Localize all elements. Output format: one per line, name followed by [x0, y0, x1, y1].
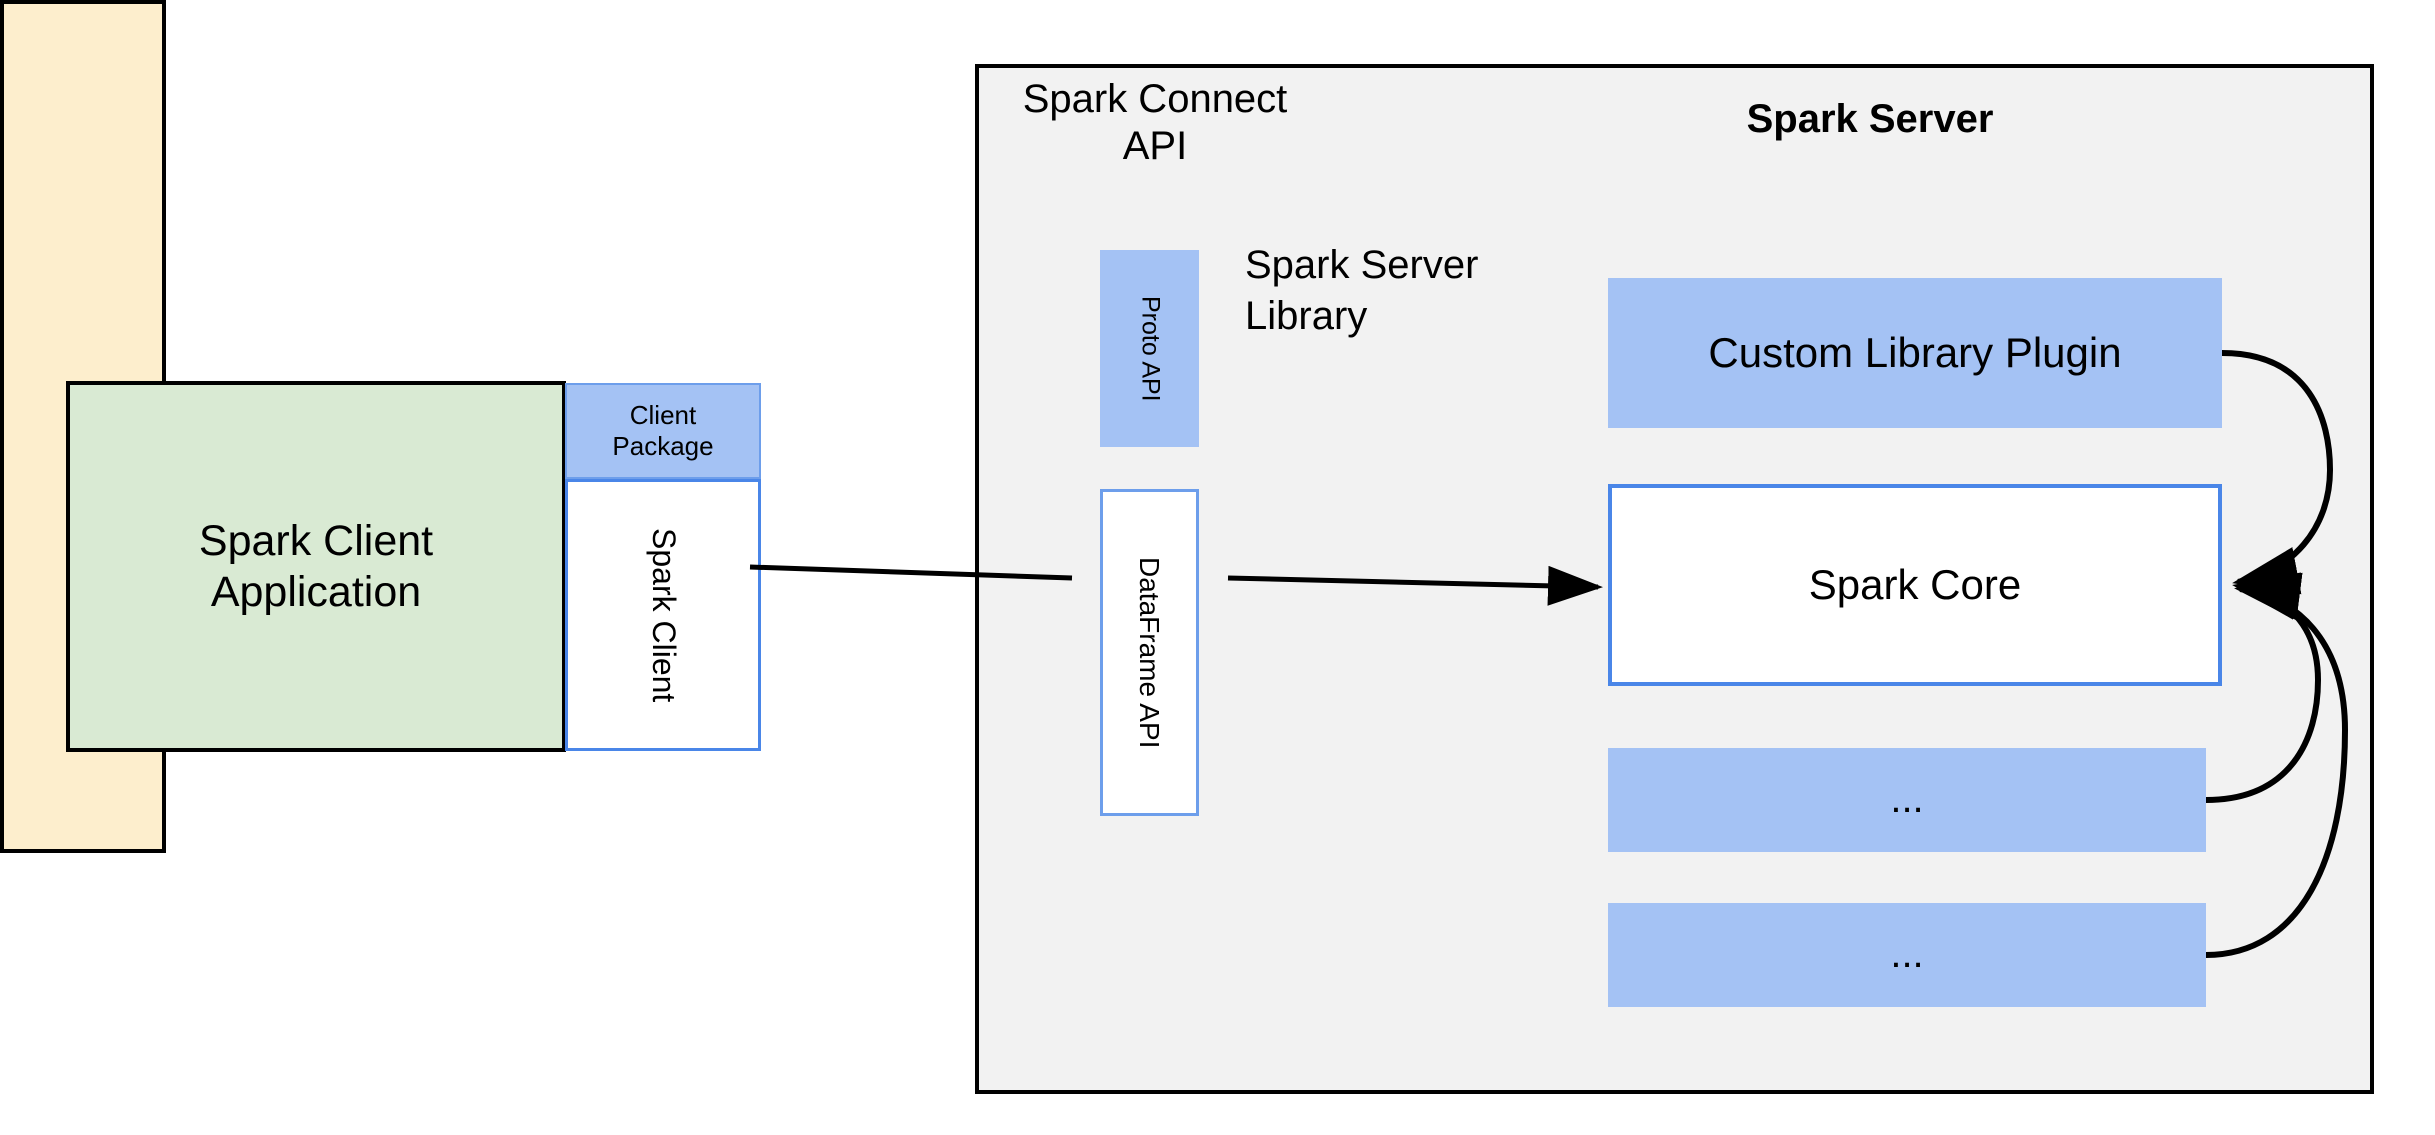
custom-library-plugin-box[interactable]: Custom Library Plugin: [1608, 278, 2222, 428]
placeholder-box-1[interactable]: ...: [1608, 748, 2206, 852]
custom-library-plugin-label: Custom Library Plugin: [1708, 329, 2122, 377]
proto-api-box[interactable]: Proto API: [1100, 250, 1199, 447]
spark-connect-api-label: Spark Connect API: [1010, 70, 1300, 180]
dataframe-api-label: DataFrame API: [1134, 556, 1166, 749]
client-package-line2: Package: [612, 431, 714, 461]
placeholder-label-2: ...: [1890, 932, 1924, 977]
dataframe-api-box[interactable]: DataFrame API: [1100, 489, 1199, 816]
spark-server-title: Spark Server: [1746, 97, 1994, 142]
client-app-line1: Spark Client: [198, 516, 434, 565]
connect-api-line1: Spark Connect: [1022, 77, 1288, 121]
server-library-line1: Spark Server: [1245, 243, 1479, 287]
client-package-box[interactable]: Client Package: [565, 383, 761, 479]
server-library-line2: Library: [1245, 294, 1368, 339]
proto-api-label: Proto API: [1136, 295, 1165, 402]
client-app-line2: Application: [210, 567, 422, 616]
client-package-line1: Client: [629, 400, 697, 431]
spark-client-box[interactable]: Spark Client: [565, 479, 761, 751]
spark-core-label: Spark Core: [1808, 561, 2022, 609]
spark-core-box[interactable]: Spark Core: [1608, 484, 2222, 686]
placeholder-label-1: ...: [1890, 777, 1924, 822]
spark-client-label: Spark Client: [645, 527, 682, 703]
placeholder-box-2[interactable]: ...: [1608, 903, 2206, 1007]
connect-api-line2: API: [1122, 124, 1188, 169]
spark-client-application-box[interactable]: Spark Client Application: [66, 381, 566, 752]
spark-server-library-label: Spark Server Library: [1245, 240, 1545, 350]
